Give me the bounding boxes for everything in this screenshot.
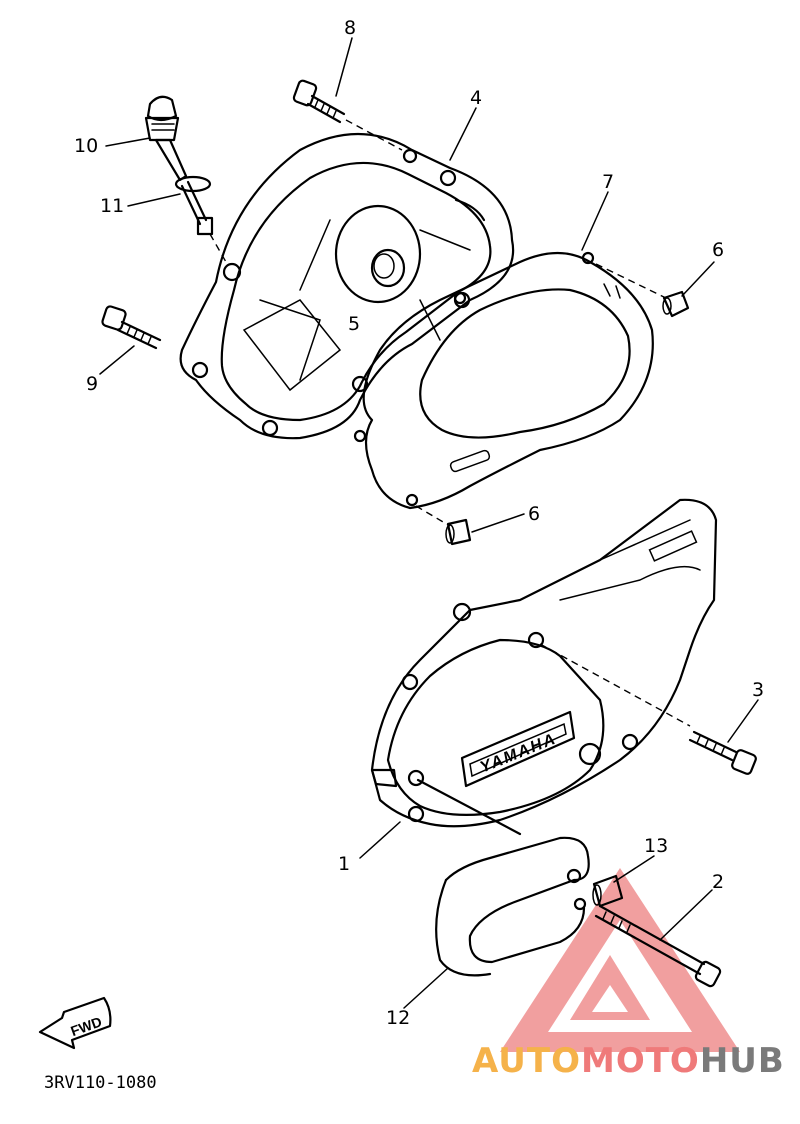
watermark-logo — [500, 868, 740, 1052]
callout-9: 9 — [86, 373, 98, 395]
callout-6-upper: 6 — [712, 239, 724, 261]
leader-13 — [613, 855, 655, 883]
gasket-7 — [353, 251, 654, 510]
crankcase-cover-4 — [179, 132, 515, 440]
guide-line-6b — [415, 505, 451, 527]
leader-8 — [335, 37, 353, 97]
guide-line-6a — [595, 263, 667, 299]
callout-4: 4 — [470, 87, 482, 109]
callout-5: 5 — [348, 313, 360, 335]
watermark-part-c: HUB — [700, 1041, 785, 1081]
watermark-text: AUTOMOTOHUB — [472, 1041, 785, 1081]
leader-6a — [681, 261, 715, 297]
bolt-8 — [292, 79, 346, 124]
leader-11 — [127, 193, 181, 207]
leader-3 — [727, 699, 759, 743]
diagram-code: 3RV110-1080 — [44, 1073, 157, 1093]
dowel-pin-6-lower — [445, 518, 472, 546]
leader-10 — [105, 137, 151, 147]
bolt-9 — [101, 305, 162, 350]
leader-6b — [471, 513, 525, 533]
gasket-12 — [435, 836, 590, 977]
callout-10: 10 — [74, 135, 98, 157]
callout-13: 13 — [644, 835, 668, 857]
leader-2 — [659, 889, 713, 941]
watermark-part-a: AUTO — [472, 1041, 581, 1081]
callout-7: 7 — [602, 171, 614, 193]
callout-2: 2 — [712, 871, 724, 893]
guide-line-8 — [345, 119, 403, 151]
guide-line-3 — [539, 643, 691, 727]
callout-1: 1 — [338, 853, 350, 875]
crankcase-cover-1: YAMAHA — [370, 498, 718, 828]
fwd-arrow-icon: FWD — [38, 996, 112, 1050]
leader-1 — [359, 821, 401, 859]
leader-12 — [403, 967, 449, 1009]
dowel-pin-13 — [592, 874, 624, 908]
oil-level-gauge-10 — [144, 95, 214, 236]
leader-7 — [581, 191, 609, 251]
bolt-2 — [594, 904, 722, 988]
leader-9 — [99, 345, 135, 375]
cover-brand-text: YAMAHA — [478, 730, 559, 776]
callout-11: 11 — [100, 195, 124, 217]
guide-line-1 — [416, 778, 522, 836]
callout-6-lower: 6 — [528, 503, 540, 525]
guide-line-10 — [209, 233, 227, 263]
callout-12: 12 — [386, 1007, 410, 1029]
callout-8: 8 — [344, 17, 356, 39]
bolt-3 — [688, 730, 757, 775]
o-ring-11 — [174, 175, 212, 193]
leader-4 — [449, 107, 477, 161]
dowel-pin-6-upper — [662, 290, 690, 318]
watermark-part-b: MOTO — [581, 1041, 700, 1081]
callout-3: 3 — [752, 679, 764, 701]
